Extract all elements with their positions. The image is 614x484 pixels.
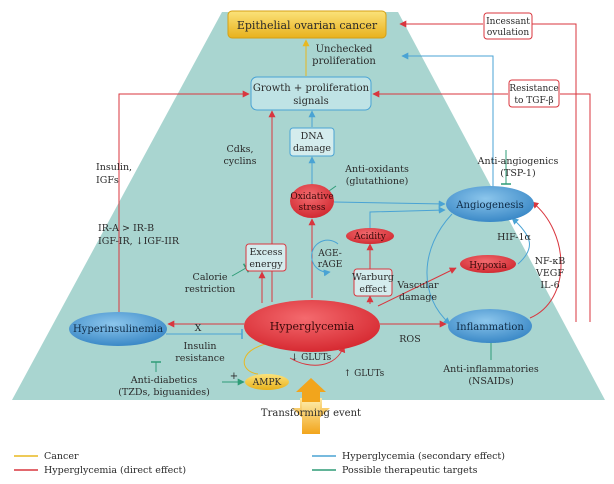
arrow-oxidative-to-angiogenesis (333, 200, 446, 208)
label-transforming: Transforming event (261, 408, 361, 419)
label-antiinf-2: (NSAIDs) (468, 376, 513, 387)
node-warburg-line2: effect (359, 284, 386, 295)
label-unchecked-2: proliferation (312, 56, 376, 67)
node-hypoxia: Hypoxia (460, 255, 516, 273)
node-incessant: Incessant ovulation (483, 12, 533, 40)
node-hyperglycemia: Hyperglycemia (244, 300, 380, 352)
label-insulin-1: Insulin, (96, 162, 132, 173)
node-angiogenesis-label: Angiogenesis (455, 200, 523, 211)
arrow-hypoxia-to-angiogenesis (511, 217, 530, 265)
node-acidity-label: Acidity (353, 232, 387, 242)
label-antiox-1: Anti-oxidants (344, 164, 409, 175)
label-antiinf-1: Anti-inflammatories (442, 364, 539, 375)
label-antiox-2: (glutathione) (346, 176, 409, 187)
node-resistance: Resistance to TGF-β (508, 79, 560, 108)
arrow-insulin-to-growth (118, 90, 250, 312)
label-nfkb-1: NF-κB (535, 256, 566, 267)
node-energy-line1: Excess (250, 247, 283, 258)
node-cancer-label: Epithelial ovarian cancer (237, 19, 378, 32)
label-insulin-2: IGFs (96, 175, 119, 186)
inhibit-calorie (231, 263, 250, 277)
label-nfkb-2: VEGF (535, 268, 564, 279)
label-calorie-2: restriction (185, 284, 235, 295)
node-inflammation: Inflammation (448, 309, 532, 343)
label-plus: + (230, 371, 238, 382)
node-incessant-line1: Incessant (486, 17, 530, 27)
node-hyperinsulinemia: Hyperinsulinemia (69, 312, 167, 346)
node-growth-line2: signals (293, 96, 328, 107)
node-growth-line1: Growth + proliferation (253, 83, 370, 94)
node-dna-line2: damage (293, 143, 331, 154)
label-ir-2: IGF-IR, ↓IGF-IIR (98, 236, 180, 247)
legend-label-targets: Possible therapeutic targets (342, 465, 478, 476)
label-glut-down: ↓ GLUTs (291, 353, 332, 363)
label-insulin-res-1: Insulin (183, 341, 216, 352)
node-resistance-line2: to TGF-β (514, 96, 553, 106)
node-ampk-label: AMPK (252, 378, 282, 388)
label-ir-1: IR-A > IR-B (98, 223, 154, 234)
label-antidiab-2: (TZDs, biguanides) (118, 387, 210, 398)
label-antiangio-2: (TSP-1) (500, 168, 535, 179)
transforming-arrow (292, 378, 330, 434)
arrow-age-rage (311, 239, 339, 277)
node-hypoxia-label: Hypoxia (469, 261, 507, 271)
node-warburg: Warburg effect (352, 268, 394, 297)
arrow-angiogenesis-to-cancer (401, 52, 494, 188)
label-nfkb-3: IL-6 (540, 280, 559, 291)
legend-label-secondary: Hyperglycemia (secondary effect) (342, 451, 505, 462)
node-cancer: Epithelial ovarian cancer (227, 10, 387, 39)
node-energy-line2: energy (249, 259, 283, 270)
label-glut-up: ↑ GLUTs (344, 369, 385, 379)
node-warburg-line1: Warburg (352, 272, 394, 283)
label-ros: ROS (399, 334, 420, 345)
label-insulin-res-2: resistance (175, 353, 225, 364)
legend-label-cancer: Cancer (44, 451, 79, 462)
node-incessant-line2: ovulation (487, 28, 529, 38)
line-inflammation-to-resistance (560, 93, 591, 322)
node-excess-energy: Excess energy (245, 243, 287, 272)
node-resistance-line1: Resistance (509, 84, 558, 94)
label-calorie-1: Calorie (193, 272, 228, 283)
arrow-angiogenesis-to-inflammation (426, 213, 453, 325)
label-age-2: rAGE (318, 260, 343, 270)
label-cdks-1: Cdks, (226, 144, 253, 155)
node-dna-line1: DNA (301, 131, 324, 142)
legend-label-direct: Hyperglycemia (direct effect) (44, 465, 186, 476)
node-oxidative: Oxidative stress (290, 184, 334, 218)
line-inflammation-to-incessant (532, 23, 577, 322)
node-oxidative-line2: stress (298, 203, 325, 213)
node-growth: Growth + proliferation signals (250, 76, 372, 111)
label-cdks-2: cyclins (223, 156, 256, 167)
node-oxidative-line1: Oxidative (290, 192, 333, 202)
node-dna: DNA damage (289, 127, 335, 157)
node-ampk: AMPK (245, 374, 289, 390)
arrow-glut-loop (289, 345, 346, 366)
label-unchecked-1: Unchecked (316, 44, 373, 55)
legend: Cancer Hyperglycemia (direct effect) Hyp… (14, 451, 505, 476)
arrow-acidity-to-angiogenesis (369, 206, 446, 229)
arrow-hyperglycemia-to-hypoxia (377, 267, 457, 307)
node-hyperinsulinemia-label: Hyperinsulinemia (73, 324, 163, 335)
node-inflammation-label: Inflammation (456, 322, 524, 333)
label-antiangio-1: Anti-angiogenics (477, 156, 559, 167)
label-vascular-2: damage (399, 292, 437, 303)
node-acidity: Acidity (346, 228, 394, 244)
arrow-inflammation-to-angiogenesis (529, 201, 562, 319)
label-age-1: AGE- (317, 249, 341, 259)
label-vascular-1: Vascular (396, 280, 439, 291)
label-x: X (195, 323, 202, 334)
free-labels: Unchecked proliferation Cdks, cyclins In… (96, 44, 565, 419)
node-angiogenesis: Angiogenesis (446, 186, 534, 222)
node-hyperglycemia-label: Hyperglycemia (270, 320, 355, 333)
label-hif: HIF-1α (497, 232, 531, 243)
label-antidiab-1: Anti-diabetics (130, 375, 198, 386)
